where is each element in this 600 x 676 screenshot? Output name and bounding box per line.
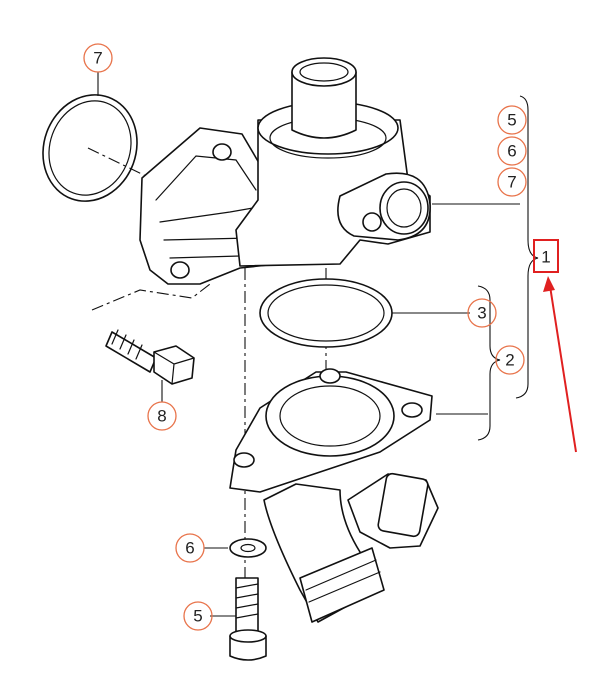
- lower-flange-part-2: [229, 368, 439, 623]
- callout-circle: [497, 167, 527, 197]
- callout-circle: [495, 345, 525, 375]
- axis-o-ring: [87, 147, 151, 179]
- bolt-part-8: [105, 329, 195, 385]
- coolant-flange-housing: [139, 57, 431, 285]
- callout-label: 5: [193, 607, 202, 626]
- seal-ring-part-3: [259, 278, 393, 348]
- callout-circle: [497, 136, 527, 166]
- bracket-group-2: [477, 285, 501, 441]
- callout-3: 3: [467, 298, 497, 328]
- callout-circle: [83, 43, 113, 73]
- callout-6-right: 6: [497, 136, 527, 166]
- callout-label: 7: [93, 49, 102, 68]
- callout-6-bottom: 6: [175, 533, 205, 563]
- callout-label: 6: [185, 539, 194, 558]
- callout-label: 2: [505, 351, 514, 370]
- callout-circle: [175, 533, 205, 563]
- callout-1: 1: [533, 239, 559, 273]
- highlight-box: [533, 239, 559, 273]
- callout-label: 1: [541, 248, 550, 267]
- callout-label: 8: [157, 407, 166, 426]
- callout-label: 6: [507, 142, 516, 161]
- callout-label: 5: [507, 111, 516, 130]
- o-ring-part-7: [42, 94, 138, 202]
- bracket-group-1: [515, 95, 539, 399]
- callout-circle: [467, 298, 497, 328]
- washer-part-6: [229, 538, 267, 558]
- callout-2: 2: [495, 345, 525, 375]
- callout-label: 3: [477, 304, 486, 323]
- callout-5-right: 5: [497, 105, 527, 135]
- red-arrow: [543, 276, 577, 453]
- screw-part-5: [229, 577, 267, 661]
- callout-label: 7: [507, 173, 516, 192]
- callout-circle: [147, 401, 177, 431]
- callout-5-bottom: 5: [183, 601, 213, 631]
- callout-circle: [497, 105, 527, 135]
- callout-7-top: 7: [83, 43, 113, 73]
- callout-8: 8: [147, 401, 177, 431]
- axis-bolt-8: [91, 283, 211, 311]
- callout-7-right: 7: [497, 167, 527, 197]
- callout-circle: [183, 601, 213, 631]
